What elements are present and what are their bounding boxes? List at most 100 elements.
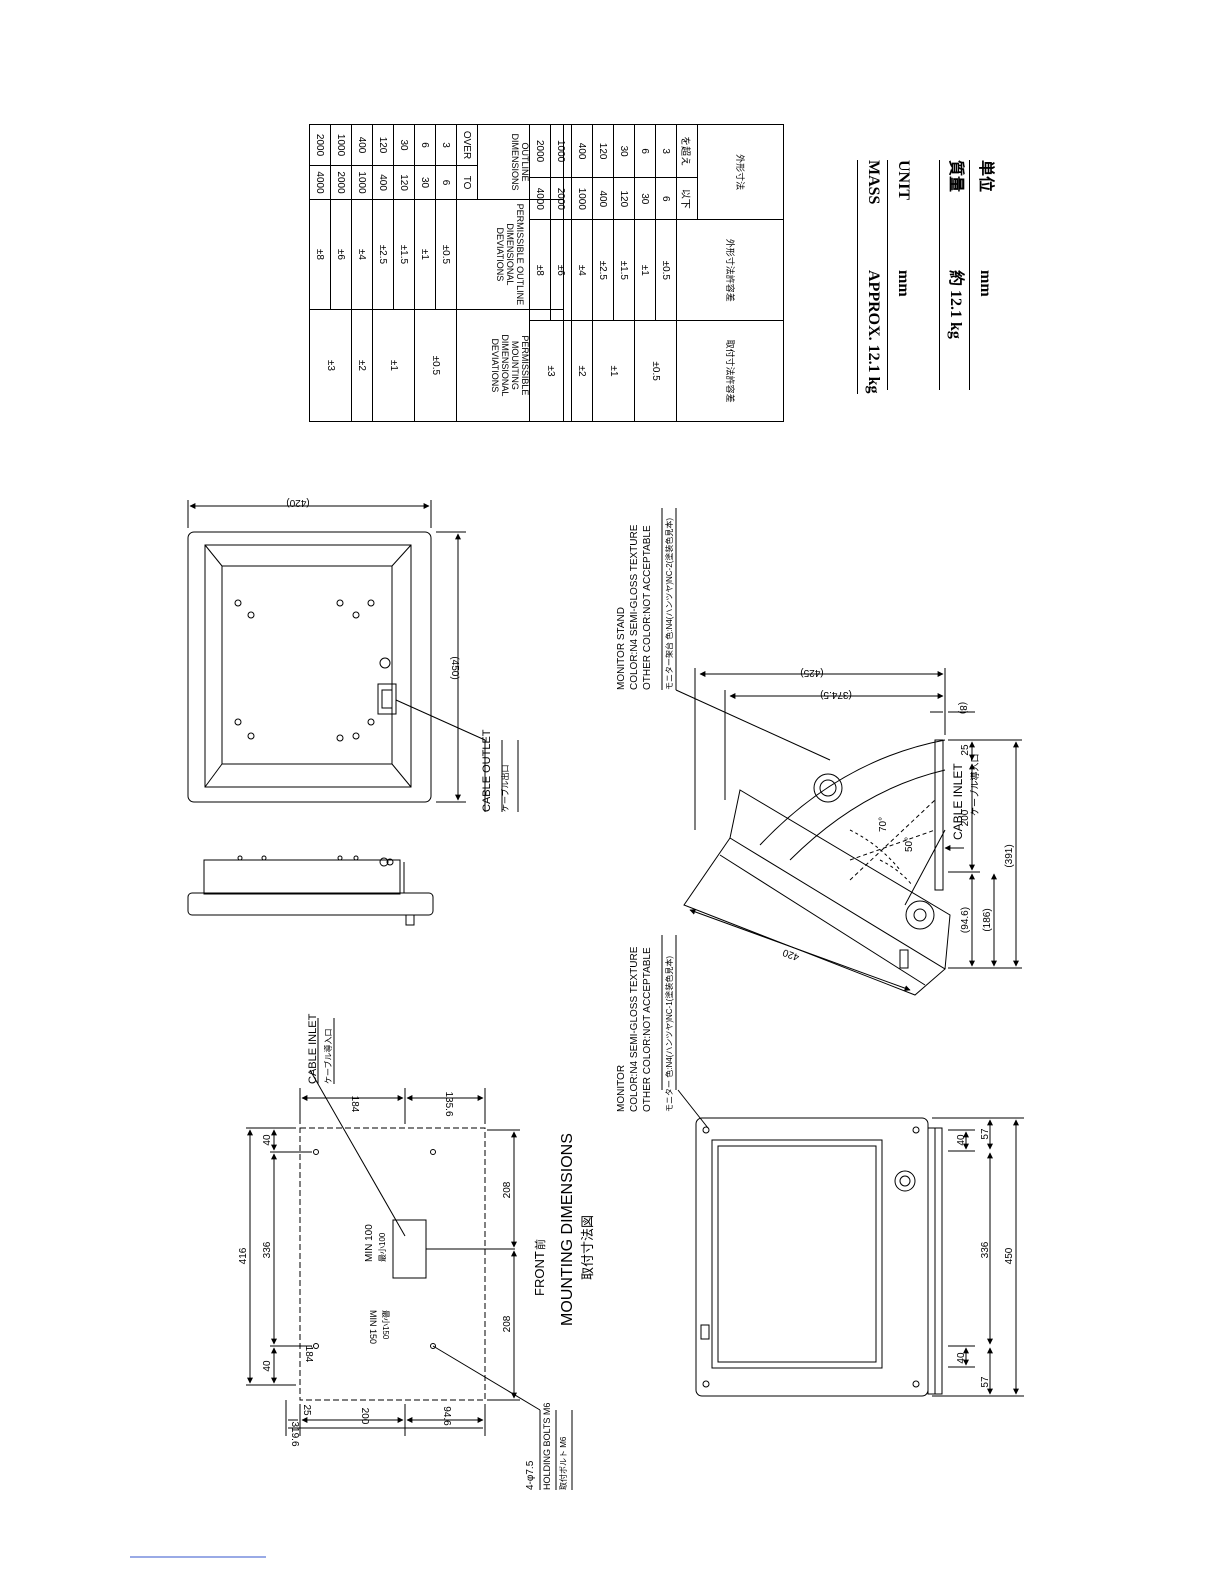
col-mount-dev-jp: 取付寸法許容差 <box>676 320 784 422</box>
table-cell: ±6 <box>550 219 572 321</box>
front-dim-450: 450 <box>1004 1247 1015 1264</box>
front-dim-57b: 57 <box>980 1376 991 1388</box>
monitor-note-jp: モニター 色:N4(ハンツヤ)NC-1(塗装色見本) <box>664 956 674 1112</box>
table-cell: 30 <box>393 124 415 166</box>
unit-label-jp: 単位 <box>969 160 1000 270</box>
table-cell: 6 <box>655 177 677 220</box>
table-cell: ±2.5 <box>372 199 394 310</box>
table-cell: 3 <box>655 124 677 178</box>
stand-cable-inlet-label-jp: ケーブル導入口 <box>969 754 980 816</box>
front-label-jp: 前 <box>533 1239 547 1250</box>
stand-dim-420: 420 <box>781 946 801 962</box>
table-cell: 1000 <box>330 124 352 166</box>
table-cell: ±1.5 <box>613 219 635 321</box>
angle-50-label: 50° <box>904 837 915 852</box>
table-cell: 2000 <box>529 124 551 178</box>
table-cell: ±6 <box>330 199 352 310</box>
table-cell: ±4 <box>571 219 593 321</box>
monitor-note-1: MONITOR <box>616 1065 627 1112</box>
mount-dim-336: 336 <box>262 1241 273 1258</box>
mass-label-jp: 質量 <box>939 160 970 270</box>
mount-cable-inlet-label: CABLE INLET <box>307 1013 319 1084</box>
hole-spec-label: 4-φ7.5 <box>525 1460 536 1490</box>
mount-dim-416: 416 <box>238 1247 249 1264</box>
table-cell: ±8 <box>529 219 551 321</box>
col-over: OVER <box>456 124 478 166</box>
front-dim-57a: 57 <box>980 1128 991 1140</box>
table-cell: ±0.5 <box>655 219 677 321</box>
front-dim-336: 336 <box>980 1241 991 1258</box>
mass-unit-block: 単位 mm 質量約 12.1 kg UNITmm MASSAPPROX. 12.1… <box>857 160 1000 394</box>
table-cell: ±1 <box>634 219 656 321</box>
front-dim-40b: 40 <box>956 1352 967 1364</box>
table-cell: 400 <box>592 177 614 220</box>
stand-note-jp: モニター架台 色:N4(ハンツヤ)NC-2(塗装色見本) <box>664 518 674 690</box>
table-cell: 3 <box>435 124 457 166</box>
table-cell: 120 <box>613 177 635 220</box>
cable-outlet-label-jp: ケーブル出口 <box>500 764 510 812</box>
table-cell: ±0.5 <box>634 320 677 422</box>
stand-dim-3745: (374.5) <box>820 689 852 700</box>
mount-cable-inlet-label-jp: ケーブル導入口 <box>323 1028 333 1084</box>
mount-dim-40b: 40 <box>262 1360 273 1372</box>
mass-unit-row-jp-mass: 質量約 12.1 kg <box>939 160 970 394</box>
holding-bolts-label: HOLDING BOLTS M6 <box>542 1403 552 1490</box>
table-cell: 400 <box>372 165 394 200</box>
rear-height-dim: (450) <box>449 656 460 679</box>
table-cell: 120 <box>372 124 394 166</box>
tolerance-table-en: OUTLINE DIMENSIONS PERMISSIBLE OUTLINE D… <box>309 124 564 422</box>
mount-dim-40a: 40 <box>262 1134 273 1146</box>
table-cell: 6 <box>634 124 656 178</box>
table-cell: ±3 <box>309 309 352 422</box>
mount-dim-200: 200 <box>359 1408 370 1425</box>
table-cell: 120 <box>592 124 614 178</box>
mount-dim-208a: 208 <box>502 1181 513 1198</box>
front-view <box>661 935 1024 1397</box>
stand-dim-8: (8) <box>957 702 968 714</box>
table-cell: 30 <box>414 165 436 200</box>
angle-70-label: 70° <box>878 817 889 832</box>
mass-unit-row-unit: UNITmm <box>887 160 918 394</box>
col-outline-dev-jp: 外形寸法許容差 <box>676 219 784 321</box>
monitor-note-2: COLOR:N4 SEMI-GLOSS TEXTURE <box>629 946 640 1112</box>
table-cell: 1000 <box>550 124 572 178</box>
mass-value-jp: 約 12.1 kg <box>939 270 970 390</box>
table-cell: 1000 <box>571 177 593 220</box>
table-cell: 400 <box>351 124 373 166</box>
stand-cable-inlet-label: CABLE INLET <box>951 763 965 840</box>
table-cell: 4000 <box>529 177 551 220</box>
stand-dim-946: (94.6) <box>960 907 971 933</box>
table-cell: ±0.5 <box>414 309 457 422</box>
unit-value: mm <box>887 270 918 390</box>
mass-unit-row-mass: MASSAPPROX. 12.1 kg <box>857 160 888 394</box>
table-cell: ±1.5 <box>393 199 415 310</box>
stand-note-2: COLOR:N4 SEMI-GLOSS TEXTURE <box>629 524 640 690</box>
mount-dim-184: 184 <box>303 1346 314 1363</box>
table-cell: 120 <box>393 165 415 200</box>
mass-value: APPROX. 12.1 kg <box>857 270 888 394</box>
col-to: TO <box>456 165 478 200</box>
mounting-title-jp: 取付寸法図 <box>580 1215 595 1280</box>
table-cell: 2000 <box>330 165 352 200</box>
side-view <box>187 855 434 926</box>
stand-dim-25: 25 <box>960 744 971 756</box>
stand-note-3: OTHER COLOR:NOT ACCEPTABLE <box>642 525 653 690</box>
stand-dim-391: (391) <box>1004 844 1015 867</box>
table-cell: ±3 <box>529 320 572 422</box>
stand-dim-425: (425) <box>800 667 823 678</box>
table-cell: ±1 <box>592 320 635 422</box>
mount-dim-208b: 208 <box>502 1315 513 1332</box>
mounting-title: MOUNTING DIMENSIONS <box>559 1133 576 1326</box>
front-label: FRONT <box>532 1251 547 1296</box>
table-cell: ±4 <box>351 199 373 310</box>
mount-dim-1356: 135.6 <box>443 1091 454 1116</box>
